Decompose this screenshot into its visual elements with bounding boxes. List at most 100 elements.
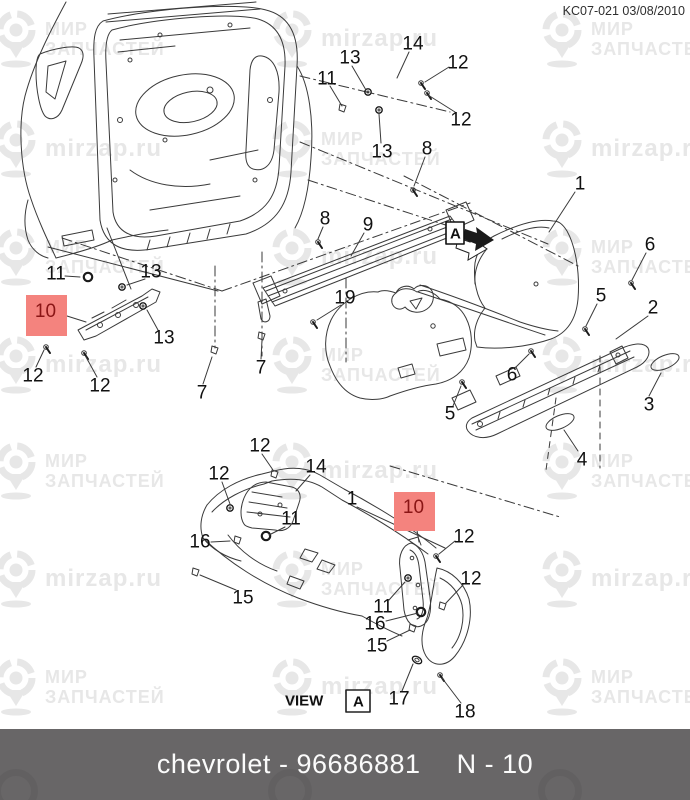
callout-12: 12 [453,527,474,548]
watermark-site-text: mirzap.ru [45,135,163,162]
callout-2: 2 [648,298,659,319]
callout-18: 18 [454,702,475,723]
watermark-site: mirzap.ru [0,118,162,180]
mirzap-pin-icon [542,336,582,394]
view-label-text: VIEW [285,693,324,710]
mirzap-pin-icon [542,10,582,68]
callout-11: 11 [46,264,66,285]
car-body-drawing [20,1,313,259]
callout-14: 14 [305,457,327,478]
watermark-site: mirzap.ru [268,656,438,718]
separator: - [270,749,297,779]
watermark-site-text: mirzap.ru [321,673,439,700]
mirzap-pin-icon [0,120,36,178]
callout-5: 5 [445,404,456,425]
watermark-site: mirzap.ru [538,118,690,180]
callout-11: 11 [317,69,337,90]
catalog-reference: N - 10 [456,749,534,779]
highlighted-callout-10: 10 [35,301,56,322]
watermark-site: mirzap.ru [268,440,438,502]
watermark-site: mirzap.ru [538,548,690,610]
callout-12: 12 [208,464,229,485]
callout-leader-lines [35,51,662,704]
mirzap-pin-icon [0,442,36,500]
highlight-boxes: 10 10 [26,295,435,531]
highlight-box [394,492,435,531]
part-number: 96686881 [296,749,421,779]
watermark-site-text: mirzap.ru [321,457,439,484]
mirzap-pin-icon [542,442,582,500]
watermark-site: mirzap.ru [0,334,162,396]
mirzap-pin-icon [272,550,312,608]
mirzap-pin-icon [542,550,582,608]
watermark-ghost-icon [538,769,582,800]
arrow-letter: A [450,226,461,243]
callout-6: 6 [645,235,656,256]
side-bracket-drawing [77,288,161,341]
brand-name: chevrolet [156,749,271,779]
watermark-site: mirzap.ru [268,8,438,70]
callout-11: 11 [281,509,301,530]
callout-12: 12 [450,110,471,131]
highlighted-callout-10: 10 [403,497,424,518]
callout-6: 6 [507,365,518,386]
callout-15: 15 [232,588,253,609]
view-a-label: VIEW A [285,689,371,713]
mirzap-pin-icon [0,550,36,608]
document-code: KC07-021 03/08/2010 [562,4,685,18]
watermark-ghost-icon [0,769,38,800]
callout-12: 12 [447,53,468,74]
watermark-site-text: mirzap.ru [45,565,163,592]
watermark-site: mirzap.ru [0,548,162,610]
callout-17: 17 [388,689,409,710]
mirzap-pin-icon [0,658,36,716]
watermark-site-text: mirzap.ru [591,565,690,592]
mirzap-pin-icon [542,658,582,716]
mirzap-pin-icon [542,120,582,178]
bumper-cover-drawing [325,219,579,400]
view-label-letter: A [353,694,364,711]
callout-7: 7 [197,383,208,404]
mirzap-pin-icon [0,336,36,394]
lower-trim-strip-drawing [451,343,680,439]
mirzap-pin-icon [0,10,36,68]
callout-13: 13 [140,262,161,283]
callout-19: 19 [334,288,355,309]
callout-5: 5 [596,286,607,307]
callout-7: 7 [256,358,267,379]
part-reference: chevrolet - 96686881 [157,749,421,780]
callout-13: 13 [371,142,392,163]
highlight-box [26,295,67,336]
callout-15: 15 [366,636,387,657]
callout-12: 12 [460,569,481,590]
callout-8: 8 [320,209,331,230]
watermark-site-text: mirzap.ru [321,25,439,52]
view-direction-arrow: A [445,221,494,261]
callout-13: 13 [339,48,360,69]
part-number-bar: chevrolet - 96686881 N - 10 [0,729,690,800]
callout-12: 12 [249,436,270,457]
callout-16: 16 [189,532,210,553]
fastener-symbols [42,79,636,682]
mirzap-pin-icon [272,658,312,716]
mirzap-pin-icon [272,336,312,394]
callout-12: 12 [89,376,110,397]
construction-lines [47,75,601,518]
